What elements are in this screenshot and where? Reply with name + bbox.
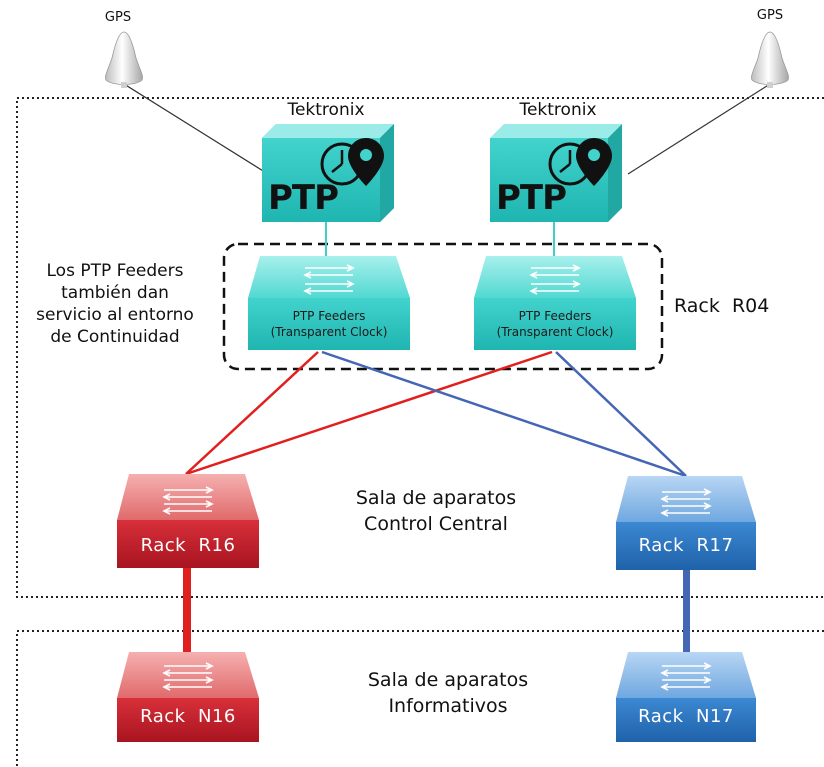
link-r16-n16 xyxy=(183,565,191,655)
clock-location-icon xyxy=(320,138,384,186)
rack-n16-label: Rack N16 xyxy=(140,706,236,727)
vendor-label-left: Tektronix xyxy=(287,100,365,120)
rack-r04-group xyxy=(222,242,664,371)
link-feeder-right-r16 xyxy=(185,350,553,476)
switch-rack-n16 xyxy=(117,652,259,742)
feeder-label-line2: (Transparent Clock) xyxy=(270,325,388,339)
continuity-note: Los PTP Feeders también dan servicio al … xyxy=(15,260,215,348)
gps-antenna-icon xyxy=(105,31,143,88)
rack-r16-label: Rack R16 xyxy=(140,535,236,556)
switch-rack-r17 xyxy=(616,476,756,570)
gps-cable-right xyxy=(627,83,771,175)
gps-antenna-icon xyxy=(751,31,789,88)
room-label-line2: Informativos xyxy=(388,695,508,717)
room-label-line1: Sala de aparatos xyxy=(367,669,529,691)
note-line4: de Continuidad xyxy=(50,327,180,347)
ptp-grandmaster-left xyxy=(262,124,394,222)
rack-r04-label: Rack R04 xyxy=(674,295,770,317)
gps-label-left: GPS xyxy=(104,10,132,25)
room-label-line2: Control Central xyxy=(364,513,508,535)
feeder-label-left: PTP Feeders (Transparent Clock) xyxy=(251,308,407,340)
switch-rack-n17 xyxy=(616,652,756,742)
room-boundary-informativos xyxy=(16,630,824,767)
note-line2: también dan xyxy=(61,283,169,303)
link-r17-n17 xyxy=(683,565,690,655)
feeder-label-line2: (Transparent Clock) xyxy=(496,325,614,339)
note-line1: Los PTP Feeders xyxy=(46,261,184,281)
switch-rack-r16 xyxy=(117,474,259,568)
room-label-control-central: Sala de aparatos Control Central xyxy=(316,485,556,537)
room-label-informativos: Sala de aparatos Informativos xyxy=(328,667,568,719)
ptp-grandmaster-right xyxy=(490,124,622,222)
link-feeder-left-r16 xyxy=(185,351,319,475)
rack-r17-label: Rack R17 xyxy=(638,535,734,556)
gps-cable-left xyxy=(123,83,269,175)
ptp-feeder-switch-left xyxy=(248,256,410,350)
room-boundary-control-central xyxy=(16,97,824,598)
vendor-label-right: Tektronix xyxy=(519,100,597,120)
ptp-label-right: PTP xyxy=(496,178,567,218)
feeder-label-line1: PTP Feeders xyxy=(292,309,366,323)
clock-location-icon xyxy=(548,138,612,186)
ptp-feeder-switch-right xyxy=(474,256,636,350)
rack-n17-label: Rack N17 xyxy=(638,706,734,727)
link-feeder-left-r17 xyxy=(321,350,687,478)
gps-label-right: GPS xyxy=(756,8,784,23)
feeder-label-right: PTP Feeders (Transparent Clock) xyxy=(477,308,633,340)
note-line3: servicio al entorno xyxy=(36,305,194,325)
link-feeder-right-r17 xyxy=(555,351,687,477)
feeder-label-line1: PTP Feeders xyxy=(518,309,592,323)
room-label-line1: Sala de aparatos xyxy=(355,487,517,509)
ptp-label-left: PTP xyxy=(268,178,339,218)
